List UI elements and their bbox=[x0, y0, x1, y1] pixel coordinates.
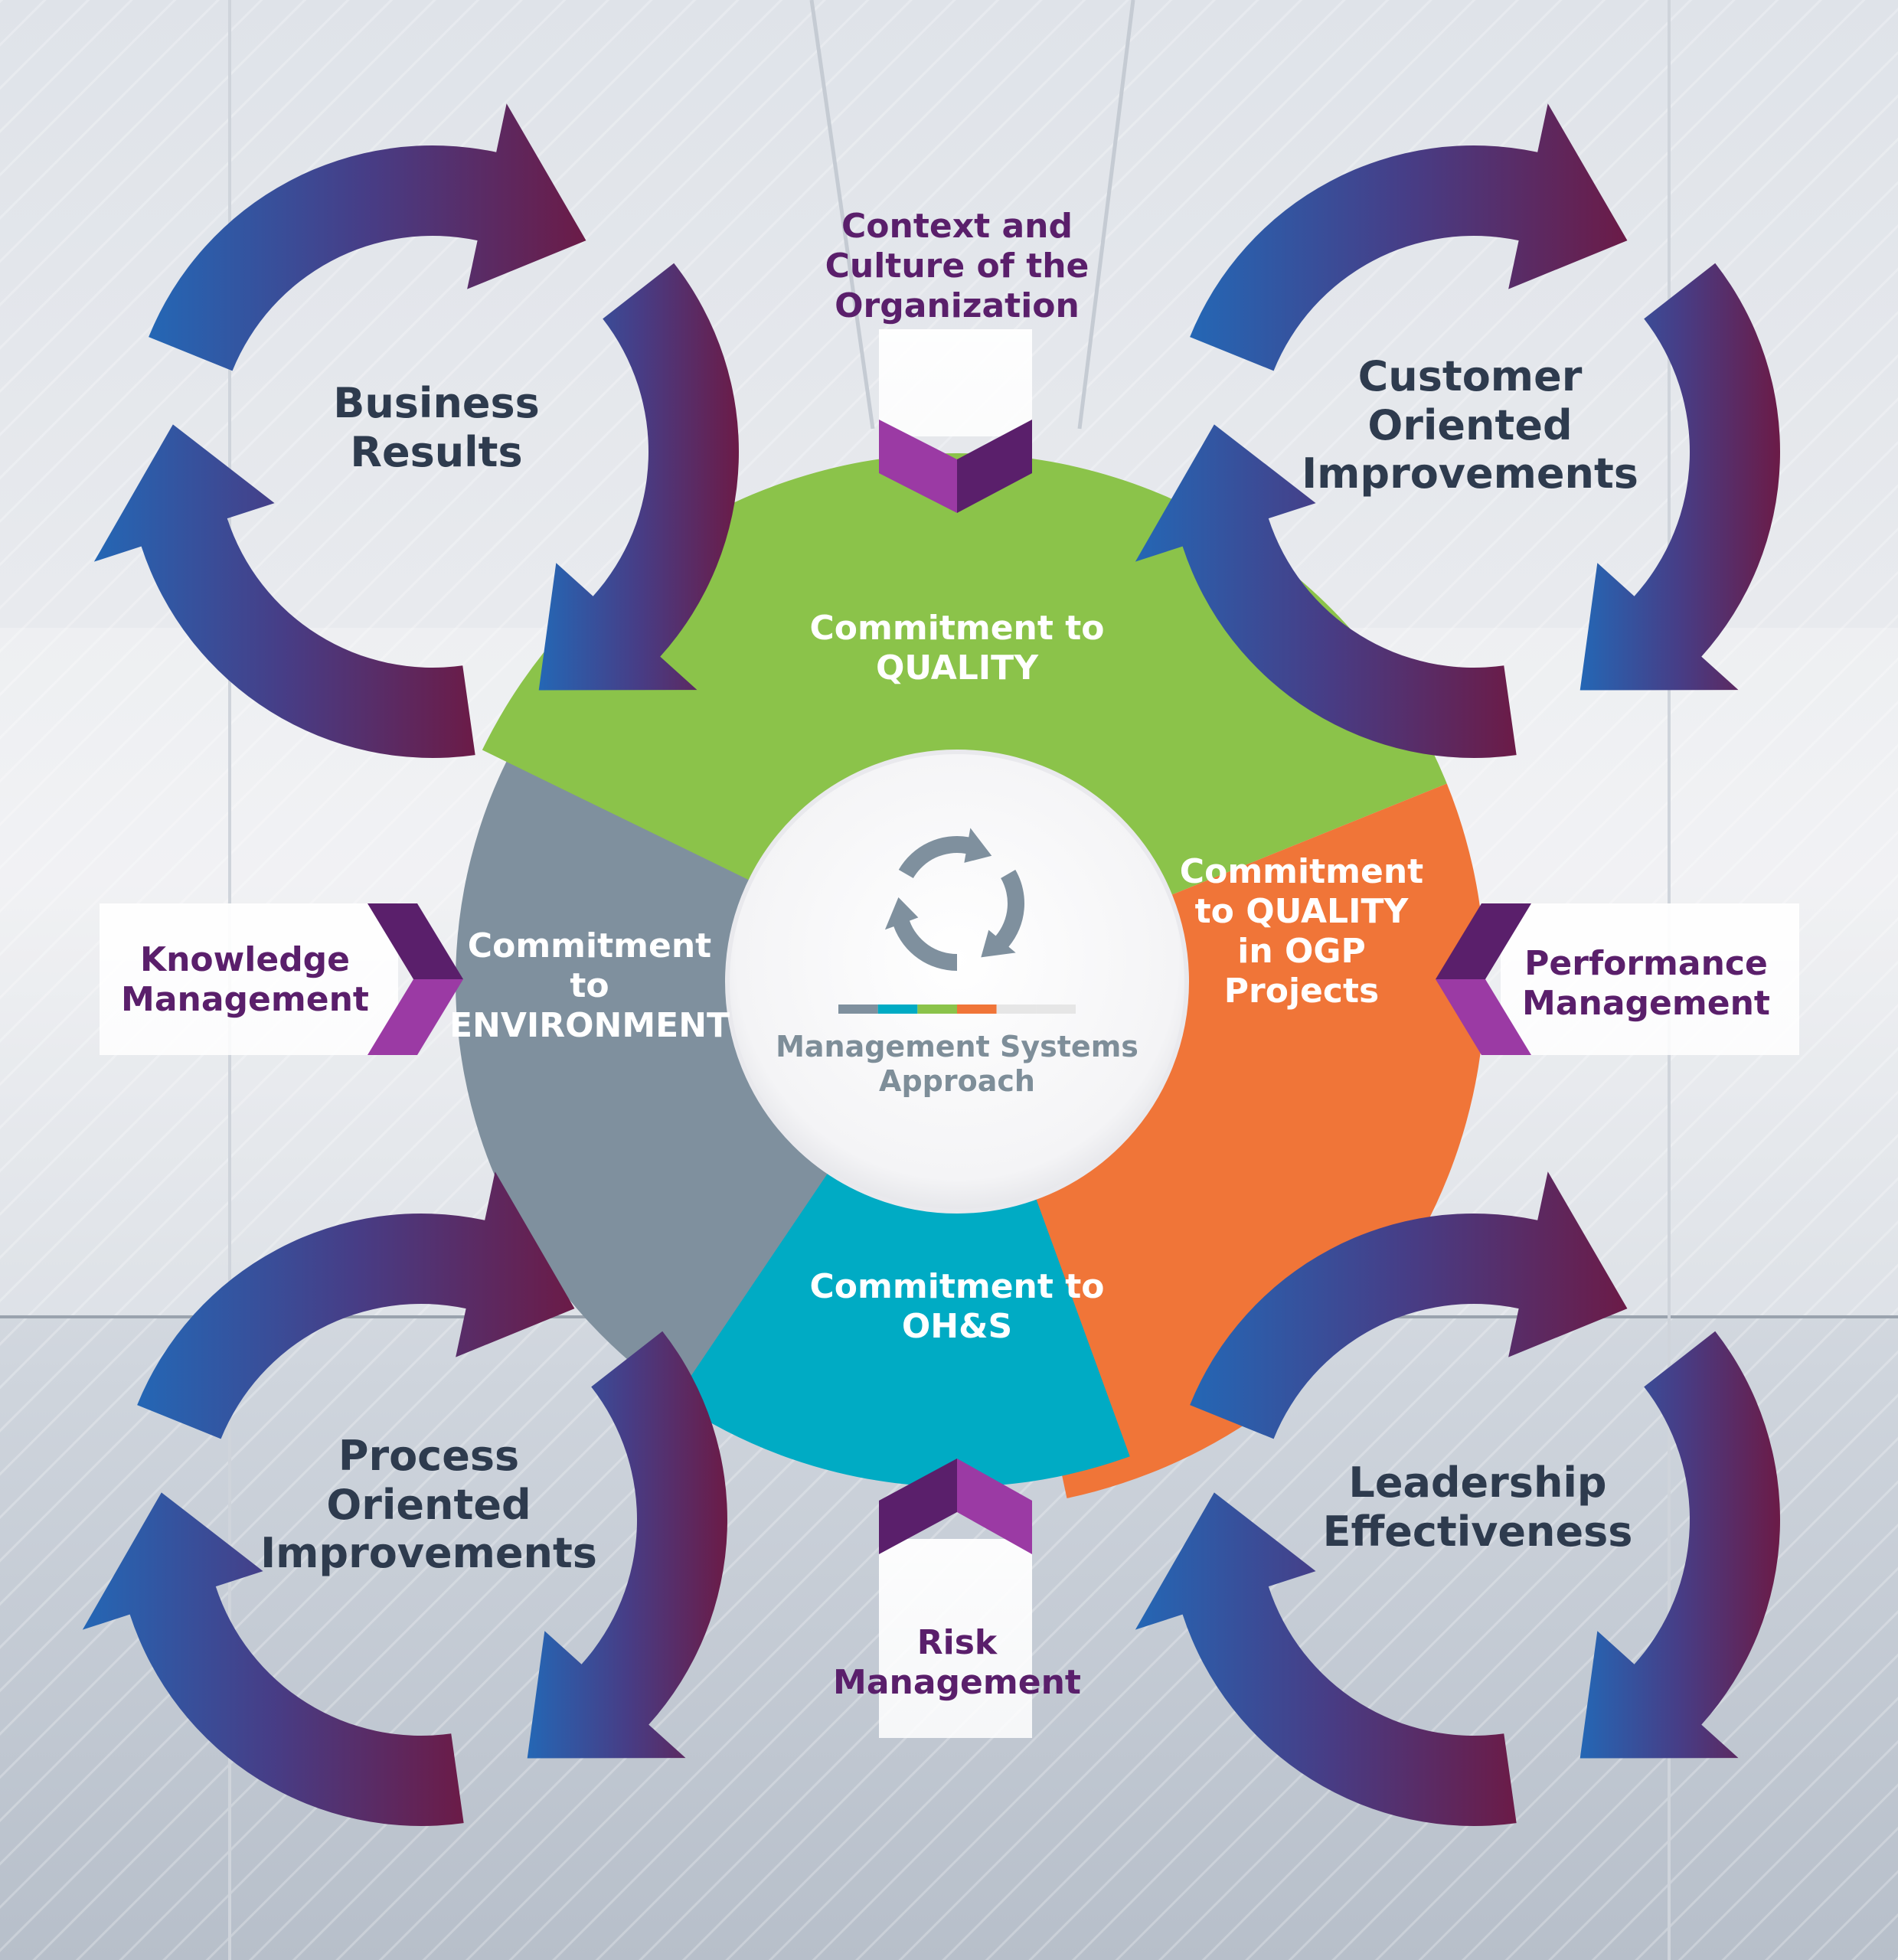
cycle-arrow-segment bbox=[1579, 263, 1780, 691]
segment-label-ohs: Commitment to OH&S bbox=[773, 1267, 1141, 1347]
cycle-arrow-segment bbox=[527, 1331, 728, 1759]
label-line: Leadership bbox=[1348, 1459, 1607, 1507]
label-line: Commitment bbox=[1179, 852, 1424, 891]
label-line: QUALITY bbox=[875, 648, 1039, 688]
color-bar-segment bbox=[877, 1004, 918, 1014]
cycle-customer-oriented bbox=[1135, 103, 1780, 759]
label-line: Oriented bbox=[326, 1480, 531, 1529]
cycle-label-customer-oriented: Customer Oriented Improvements bbox=[1271, 352, 1669, 498]
label-line: OH&S bbox=[901, 1306, 1013, 1346]
icon-arrow bbox=[884, 897, 957, 971]
chevron-bottom-right bbox=[957, 1459, 1032, 1554]
color-bar-segment bbox=[957, 1004, 997, 1014]
cycle-arrow-segment bbox=[82, 1492, 464, 1826]
label-line: to QUALITY bbox=[1194, 891, 1409, 931]
color-bar-segment bbox=[1036, 1004, 1076, 1014]
cycle-label-process-oriented: Process Oriented Improvements bbox=[230, 1432, 628, 1578]
label-line: Management bbox=[833, 1662, 1081, 1702]
wheel-segment-ohs bbox=[674, 982, 1130, 1487]
label-line: to bbox=[570, 965, 609, 1005]
label-line: Context and bbox=[841, 207, 1073, 246]
cycle-business-results bbox=[93, 103, 739, 759]
icon-arrow bbox=[981, 870, 1024, 958]
chevron-top-right bbox=[957, 420, 1032, 513]
label-line: Improvements bbox=[260, 1529, 597, 1578]
color-bar-segment bbox=[996, 1004, 1037, 1014]
segment-label-ogp: Commitment to QUALITY in OGP Projects bbox=[1148, 852, 1455, 1011]
label-line: Approach bbox=[879, 1063, 1035, 1098]
color-bar bbox=[838, 1004, 1076, 1014]
label-line: Process bbox=[338, 1432, 520, 1480]
cycle-arrow-segment bbox=[93, 424, 475, 759]
callout-label-right: Performance Management bbox=[1501, 944, 1792, 1024]
cycle-arrow-segment bbox=[1579, 1331, 1780, 1759]
cycle-arrow-segment bbox=[149, 103, 586, 371]
chevron-bottom-left bbox=[879, 1459, 957, 1554]
label-line: Results bbox=[350, 427, 523, 476]
label-line: Management Systems bbox=[776, 1030, 1138, 1063]
callout-label-left: Knowledge Management bbox=[107, 940, 383, 1020]
label-line: Business bbox=[333, 379, 540, 427]
cycle-label-business-results: Business Results bbox=[291, 379, 582, 476]
cycle-label-leadership: Leadership Effectiveness bbox=[1271, 1459, 1684, 1556]
label-line: in OGP bbox=[1237, 931, 1366, 971]
label-line: Performance bbox=[1524, 944, 1768, 983]
label-line: ENVIRONMENT bbox=[449, 1005, 730, 1045]
callout-panel-right bbox=[1501, 903, 1799, 1055]
center-hub bbox=[725, 750, 1189, 1214]
segment-label-environment: Commitment to ENVIRONMENT bbox=[436, 926, 743, 1046]
color-bar-segment bbox=[838, 1004, 878, 1014]
label-line: Projects bbox=[1223, 971, 1380, 1011]
label-line: Effectiveness bbox=[1322, 1507, 1633, 1556]
callout-label-bottom: Risk Management bbox=[812, 1623, 1103, 1703]
label-line: Commitment to bbox=[809, 609, 1105, 648]
label-line: Knowledge bbox=[139, 940, 351, 979]
cycle-arrows bbox=[82, 103, 1780, 1826]
color-bar-segment bbox=[917, 1004, 957, 1014]
callout-panel-top bbox=[879, 329, 1032, 436]
label-line: Commitment bbox=[467, 926, 712, 965]
callout-panel-left bbox=[100, 903, 398, 1055]
callout-panels bbox=[100, 329, 1799, 1738]
chevron-top-left bbox=[879, 420, 957, 513]
label-line: Improvements bbox=[1302, 449, 1638, 498]
cycle-arrow-segment bbox=[538, 263, 739, 691]
label-line: Oriented bbox=[1367, 400, 1573, 449]
label-line: Culture of the bbox=[825, 246, 1089, 286]
label-line: Commitment to bbox=[809, 1267, 1105, 1306]
label-line: Management bbox=[1522, 983, 1770, 1023]
cycle-leadership bbox=[1135, 1171, 1780, 1826]
chevron-right-top bbox=[1436, 903, 1531, 979]
callout-label-top: Context and Culture of the Organization bbox=[796, 207, 1118, 326]
segment-label-quality: Commitment to QUALITY bbox=[773, 609, 1141, 688]
label-line: Customer bbox=[1357, 352, 1583, 400]
center-label: Management Systems Approach bbox=[766, 1030, 1148, 1099]
icon-arrow bbox=[898, 828, 992, 878]
cycle-arrow-segment bbox=[1190, 103, 1628, 371]
chevron-right-bottom bbox=[1436, 979, 1531, 1055]
chevron-left-top bbox=[368, 903, 463, 979]
cycle-arrow-segment bbox=[137, 1171, 575, 1439]
label-line: Risk bbox=[916, 1623, 998, 1662]
callout-panel-bottom bbox=[879, 1539, 1032, 1738]
cycle-arrow-segment bbox=[1135, 1492, 1517, 1826]
chevron-left-bottom bbox=[368, 979, 463, 1055]
label-line: Organization bbox=[835, 286, 1080, 325]
cycle-arrow-segment bbox=[1135, 424, 1517, 759]
cycle-arrow-segment bbox=[1190, 1171, 1628, 1439]
label-line: Management bbox=[121, 979, 369, 1019]
cycle-process-oriented bbox=[82, 1171, 728, 1826]
cycle-arrows-icon bbox=[884, 828, 1024, 971]
